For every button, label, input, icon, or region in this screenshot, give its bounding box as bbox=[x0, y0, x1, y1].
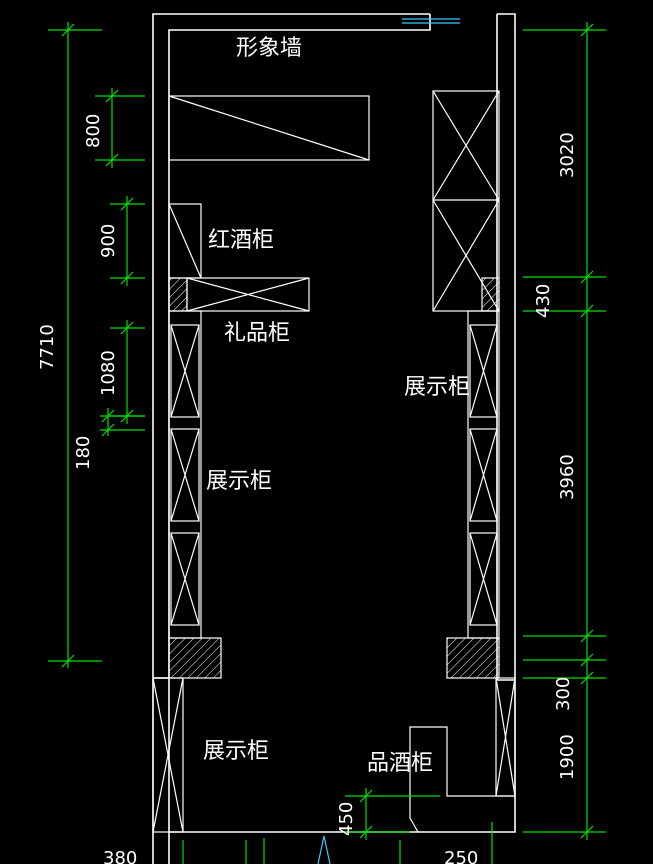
label-display-cabinet-left: 展示柜 bbox=[206, 469, 272, 494]
label-display-cabinet-right: 展示柜 bbox=[404, 375, 470, 400]
label-red-wine-cabinet: 红酒柜 bbox=[208, 228, 274, 253]
dim-bottom-450: 450 bbox=[336, 802, 357, 836]
label-image-wall: 形象墙 bbox=[236, 36, 302, 61]
left-display-cabinets bbox=[168, 310, 222, 679]
dim-left-1080: 1080 bbox=[98, 350, 119, 396]
walls bbox=[152, 13, 516, 864]
dim-bottom-250: 250 bbox=[444, 848, 478, 864]
wine-counter bbox=[409, 677, 516, 833]
red-wine-cabinet bbox=[168, 203, 202, 279]
label-display-cabinet-bottom: 展示柜 bbox=[203, 739, 269, 764]
dim-left-total: 7710 bbox=[37, 324, 58, 370]
right-display-cabinets bbox=[446, 310, 500, 679]
right-dimensions bbox=[523, 22, 606, 840]
dim-right-3960: 3960 bbox=[557, 454, 578, 500]
dim-left-900: 900 bbox=[98, 224, 119, 258]
dim-left-800: 800 bbox=[83, 114, 104, 148]
dim-right-430: 430 bbox=[533, 284, 554, 318]
dim-right-1900: 1900 bbox=[557, 734, 578, 780]
dim-left-180: 180 bbox=[73, 436, 94, 470]
image-wall-table bbox=[168, 95, 370, 161]
left-dimensions bbox=[48, 22, 145, 668]
entrance-door bbox=[402, 18, 460, 24]
dim-right-300: 300 bbox=[553, 677, 574, 711]
bottom-left-display-cabinet bbox=[152, 677, 184, 833]
label-wine-cabinet: 品酒柜 bbox=[367, 751, 433, 776]
bottom-dimensions bbox=[182, 788, 493, 864]
dim-right-3020: 3020 bbox=[557, 132, 578, 178]
label-gift-cabinet: 礼品柜 bbox=[224, 321, 290, 346]
dim-bottom-380: 380 bbox=[103, 848, 137, 864]
bottom-door-mark bbox=[317, 835, 331, 864]
gift-cabinet bbox=[168, 277, 310, 312]
right-tall-cabinet bbox=[432, 90, 500, 312]
